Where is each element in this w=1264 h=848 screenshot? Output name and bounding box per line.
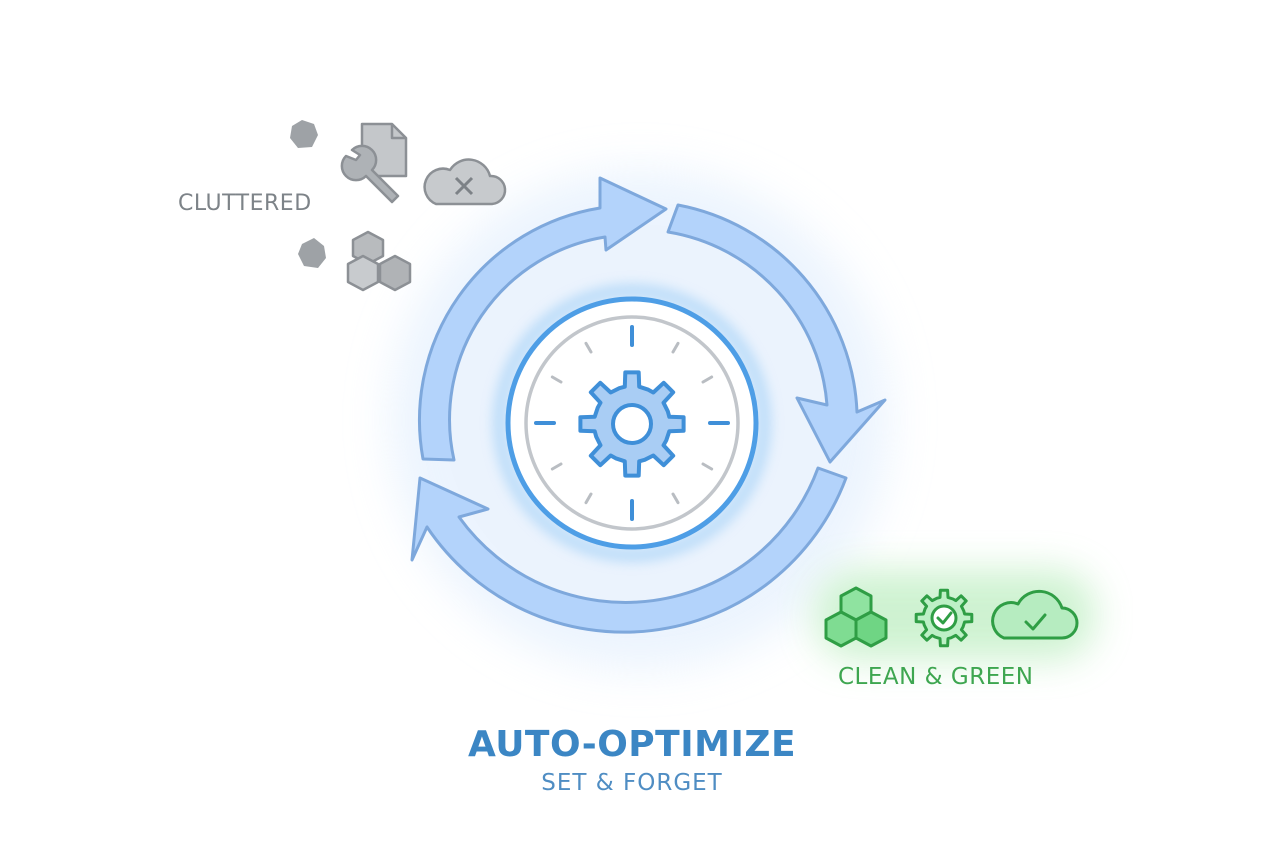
gear-icon bbox=[578, 370, 686, 478]
blob-icon bbox=[298, 238, 326, 268]
cluttered-label: CLUTTERED bbox=[178, 191, 312, 216]
clock-tick bbox=[701, 462, 714, 471]
diagram-subtitle: SET & FORGET bbox=[541, 770, 723, 796]
cycle-arrow-right bbox=[666, 203, 887, 464]
cloud-x-icon bbox=[423, 158, 507, 206]
cluttered-icons bbox=[290, 120, 507, 292]
gear-check-icon bbox=[914, 588, 974, 648]
cubes-icon bbox=[346, 230, 412, 292]
clock-tick bbox=[584, 341, 593, 354]
clock-tick bbox=[671, 341, 680, 354]
clock-tick bbox=[550, 375, 563, 384]
clean-green-label: CLEAN & GREEN bbox=[838, 664, 1034, 690]
clock-tick bbox=[550, 462, 563, 471]
diagram-title: AUTO-OPTIMIZE bbox=[467, 724, 797, 765]
clean-icons bbox=[824, 586, 1079, 648]
cloud-check-icon bbox=[991, 589, 1079, 640]
blob-icon bbox=[290, 120, 318, 148]
cycle-arrow-top-left bbox=[417, 176, 668, 462]
wrench-icon bbox=[340, 144, 400, 204]
clock-tick bbox=[701, 375, 714, 384]
cubes-icon bbox=[824, 586, 888, 648]
clock-tick bbox=[671, 492, 680, 505]
clock-tick bbox=[584, 492, 593, 505]
cycle-arrow-bottom bbox=[410, 466, 848, 634]
cycle-arrows bbox=[410, 176, 887, 634]
